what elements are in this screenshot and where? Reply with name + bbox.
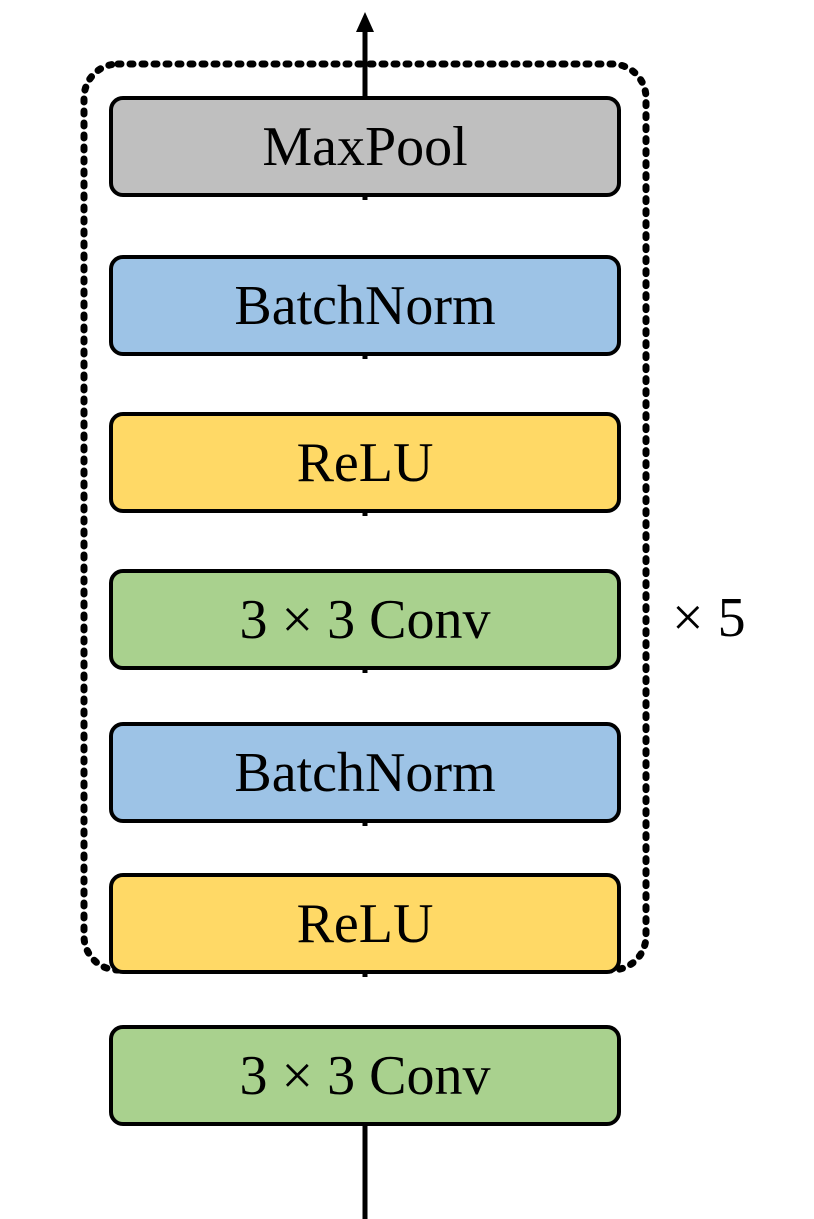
layer-conv-1: 3 × 3 Conv	[109, 1025, 621, 1126]
layer-relu-2: ReLU	[109, 412, 621, 513]
layer-conv-2: 3 × 3 Conv	[109, 569, 621, 670]
repeat-count-label: × 5	[672, 587, 746, 649]
layer-maxpool: MaxPool	[109, 96, 621, 197]
layer-label: ReLU	[296, 431, 434, 494]
layer-label: 3 × 3 Conv	[239, 588, 491, 651]
layer-label: BatchNorm	[234, 274, 496, 337]
arrowhead-icon	[356, 12, 374, 32]
layer-batchnorm-1: BatchNorm	[109, 722, 621, 823]
layer-label: 3 × 3 Conv	[239, 1044, 491, 1107]
layer-relu-1: ReLU	[109, 873, 621, 974]
layer-label: BatchNorm	[234, 741, 496, 804]
layer-label: ReLU	[296, 892, 434, 955]
layer-label: MaxPool	[262, 115, 468, 178]
layer-batchnorm-2: BatchNorm	[109, 255, 621, 356]
